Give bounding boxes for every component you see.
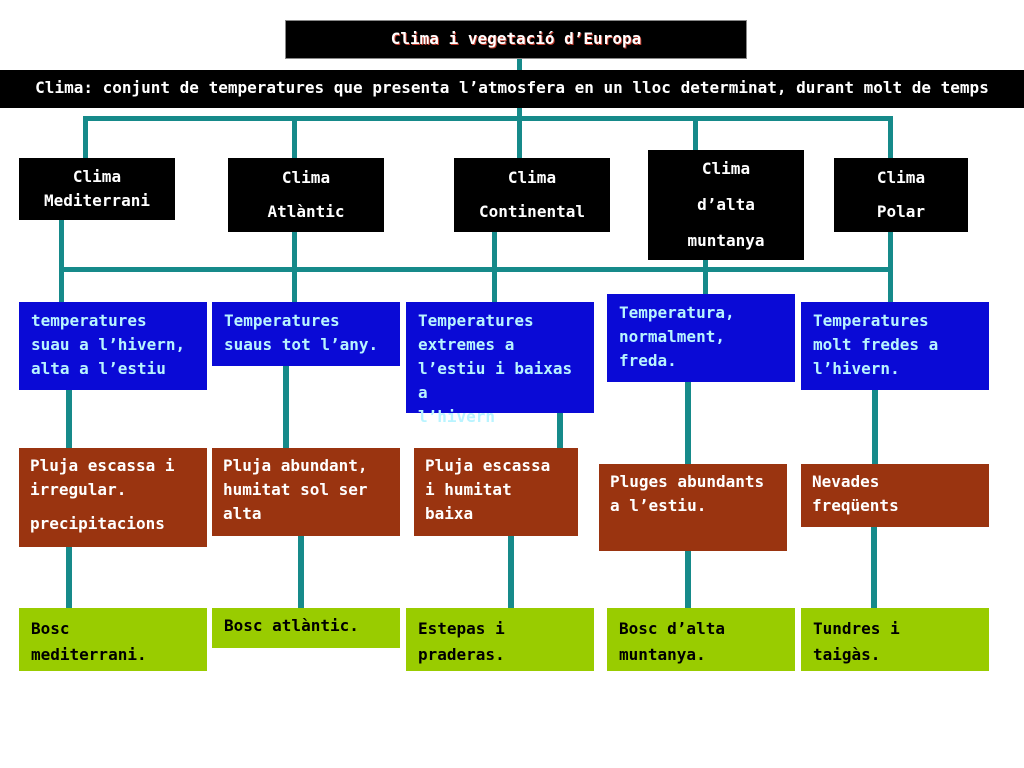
connector-line: [872, 390, 878, 464]
precipitation-line: irregular.: [30, 480, 127, 499]
connector-line: [292, 232, 297, 302]
connector-line: [557, 413, 563, 448]
connector-line: [888, 116, 893, 158]
vegetation-line: Bosc d’alta: [619, 619, 725, 638]
climate-continental: Clima Continental: [454, 158, 610, 232]
temperature-line: alta a l’estiu: [31, 359, 166, 378]
vegetation-line: Bosc: [31, 619, 70, 638]
temperature-line: extremes a: [418, 335, 515, 354]
climate-label-line: Continental: [479, 202, 585, 221]
climate-label-line: Mediterrani: [44, 191, 150, 210]
precipitation-line: Pluja escassa i: [30, 456, 175, 475]
temperature-line: Temperatura,: [619, 303, 735, 322]
temperature-line: freda.: [619, 351, 677, 370]
precipitation-line: Nevades: [812, 472, 880, 491]
climate-atlantic: Clima Atlàntic: [228, 158, 384, 232]
precipitation-mediterranean: Pluja escassa i irregular. precipitacion…: [19, 448, 207, 547]
temperature-polar: Temperatures molt fredes a l’hivern.: [801, 302, 989, 390]
connector-line: [888, 232, 893, 302]
connector-line: [871, 527, 877, 608]
connector-line: [703, 260, 708, 294]
temperature-continental: Temperatures extremes a l’estiu i baixas…: [406, 302, 594, 426]
temperature-atlantic: Temperatures suaus tot l’any.: [212, 302, 400, 366]
temperature-line: l’estiu i baixas a: [418, 359, 573, 402]
vegetation-continental: Estepas i praderas.: [406, 608, 594, 671]
climate-label-line: Clima: [281, 168, 331, 187]
precipitation-atlantic: Pluja abundant, humitat sol ser alta: [212, 448, 400, 536]
vegetation-polar: Tundres i taigàs.: [801, 608, 989, 671]
climate-label-line: Clima: [876, 168, 926, 187]
vegetation-line: mediterrani.: [31, 645, 147, 664]
precipitation-line: Pluges abundants: [610, 472, 765, 491]
precipitation-polar: Nevades freqüents: [801, 464, 989, 527]
climate-high-mountain: Clima d’alta muntanya: [648, 150, 804, 260]
vegetation-line: praderas.: [418, 645, 505, 664]
climate-label-line: Clima: [701, 159, 751, 178]
connector-line: [298, 536, 304, 608]
precipitation-line: freqüents: [812, 496, 899, 515]
vegetation-atlantic: Bosc atlàntic.: [212, 608, 400, 648]
connector-line: [83, 116, 893, 121]
connector-line: [66, 547, 72, 608]
climate-label-line: Clima: [72, 167, 122, 186]
connector-line: [685, 551, 691, 608]
vegetation-line: Estepas i: [418, 619, 505, 638]
climate-mediterranean: Clima Mediterrani: [19, 158, 175, 220]
connector-line: [517, 116, 522, 158]
temperature-high-mountain: Temperatura, normalment, freda.: [607, 294, 795, 382]
precipitation-line: i humitat: [425, 480, 512, 499]
diagram-title: Clima i vegetació d’Europa: [285, 20, 747, 59]
precipitation-line: Pluja abundant,: [223, 456, 368, 475]
temperature-line: temperatures: [31, 311, 147, 330]
temperature-line: suau a l’hivern,: [31, 335, 186, 354]
connector-line: [693, 116, 698, 150]
climate-label-line: Clima: [507, 168, 557, 187]
precipitation-line: a l’estiu.: [610, 496, 707, 515]
temperature-line: l’hivern: [418, 407, 496, 426]
climate-label-line: d’alta: [697, 195, 755, 214]
connector-line: [66, 390, 72, 448]
temperature-line: normalment,: [619, 327, 725, 346]
climate-definition: Clima: conjunt de temperatures que prese…: [0, 70, 1024, 108]
connector-line: [517, 108, 522, 118]
connector-line: [517, 59, 522, 70]
climate-polar: Clima Polar: [834, 158, 968, 232]
precipitation-line: humitat sol ser: [223, 480, 368, 499]
connector-line: [492, 232, 497, 302]
vegetation-mediterranean: Bosc mediterrani.: [19, 608, 207, 671]
temperature-line: suaus tot l’any.: [224, 335, 379, 354]
connector-line: [59, 220, 64, 302]
precipitation-continental: Pluja escassa i humitat baixa: [414, 448, 578, 536]
connector-line: [283, 366, 289, 448]
vegetation-line: muntanya.: [619, 645, 706, 664]
vegetation-line: taigàs.: [813, 645, 881, 664]
climate-definition-text: Clima: conjunt de temperatures que prese…: [35, 78, 989, 97]
temperature-line: Temperatures: [418, 311, 534, 330]
climate-label-line: Atlàntic: [267, 202, 345, 221]
vegetation-line: Tundres i: [813, 619, 900, 638]
precipitation-line: precipitacions: [30, 514, 165, 533]
precipitation-high-mountain: Pluges abundants a l’estiu.: [599, 464, 787, 551]
vegetation-line: Bosc atlàntic.: [224, 616, 359, 635]
diagram-title-text: Clima i vegetació d’Europa: [390, 29, 642, 48]
precipitation-line: alta: [223, 504, 262, 523]
connector-line: [685, 382, 691, 464]
temperature-line: Temperatures: [224, 311, 340, 330]
climate-label-line: muntanya: [687, 231, 765, 250]
connector-line: [508, 536, 514, 608]
temperature-mediterranean: temperatures suau a l’hivern, alta a l’e…: [19, 302, 207, 390]
connector-line: [83, 116, 88, 158]
temperature-line: l’hivern.: [813, 359, 900, 378]
precipitation-line: baixa: [425, 504, 474, 523]
temperature-line: molt fredes a: [813, 335, 939, 354]
connector-line: [59, 267, 893, 272]
connector-line: [292, 116, 297, 158]
precipitation-line: Pluja escassa: [425, 456, 551, 475]
climate-label-line: Polar: [876, 202, 926, 221]
temperature-line: Temperatures: [813, 311, 929, 330]
vegetation-high-mountain: Bosc d’alta muntanya.: [607, 608, 795, 671]
